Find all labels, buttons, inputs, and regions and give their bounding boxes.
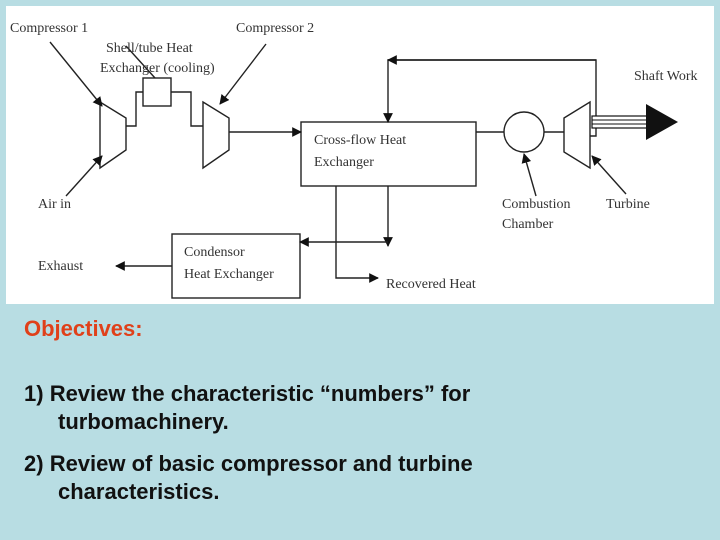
label-combustion-1: Combustion bbox=[502, 197, 570, 212]
label-crossflow-1: Cross-flow Heat bbox=[314, 133, 406, 148]
label-shell-tube-1: Shell/tube Heat bbox=[106, 41, 193, 56]
objective-2-number: 2) bbox=[24, 451, 44, 476]
objective-item-2: 2) Review of basic compressor and turbin… bbox=[24, 450, 473, 506]
objective-1-line2: turbomachinery. bbox=[58, 409, 229, 434]
compressor-1-shape bbox=[99, 100, 127, 170]
label-recovered-heat: Recovered Heat bbox=[386, 277, 476, 292]
label-combustion-2: Chamber bbox=[502, 217, 554, 232]
objectives-title: Objectives: bbox=[24, 316, 143, 341]
label-shell-tube-2: Exchanger (cooling) bbox=[100, 61, 215, 76]
condensor-exchanger-box bbox=[171, 233, 301, 299]
label-compressor-2: Compressor 2 bbox=[236, 21, 314, 36]
objective-2-line2: characteristics. bbox=[58, 479, 220, 504]
shell-tube-exchanger-box bbox=[142, 77, 172, 107]
gas-turbine-diagram: Compressor 1 Compressor 2 Shell/tube Hea… bbox=[6, 6, 714, 304]
objective-item-1: 1) Review the characteristic “numbers” f… bbox=[24, 380, 470, 436]
shaft-work-arrow bbox=[591, 104, 678, 140]
combustion-chamber-circle bbox=[503, 111, 545, 153]
objective-1-number: 1) bbox=[24, 381, 44, 406]
label-shaft-work: Shaft Work bbox=[634, 69, 698, 84]
objective-1-line1: Review the characteristic “numbers” for bbox=[49, 381, 471, 406]
label-air-in: Air in bbox=[38, 197, 71, 212]
diagram-svg: Compressor 1 Compressor 2 Shell/tube Hea… bbox=[10, 21, 698, 299]
objective-2-line1: Review of basic compressor and turbine bbox=[49, 451, 473, 476]
label-turbine: Turbine bbox=[606, 197, 650, 212]
compressor-2-shape bbox=[202, 100, 230, 170]
label-condensor-1: Condensor bbox=[184, 245, 245, 260]
label-crossflow-2: Exchanger bbox=[314, 155, 374, 170]
crossflow-exchanger-box bbox=[300, 121, 477, 187]
turbine-shape bbox=[563, 100, 591, 170]
label-exhaust: Exhaust bbox=[38, 259, 83, 274]
label-compressor-1: Compressor 1 bbox=[10, 21, 88, 36]
label-condensor-2: Heat Exchanger bbox=[184, 267, 274, 282]
